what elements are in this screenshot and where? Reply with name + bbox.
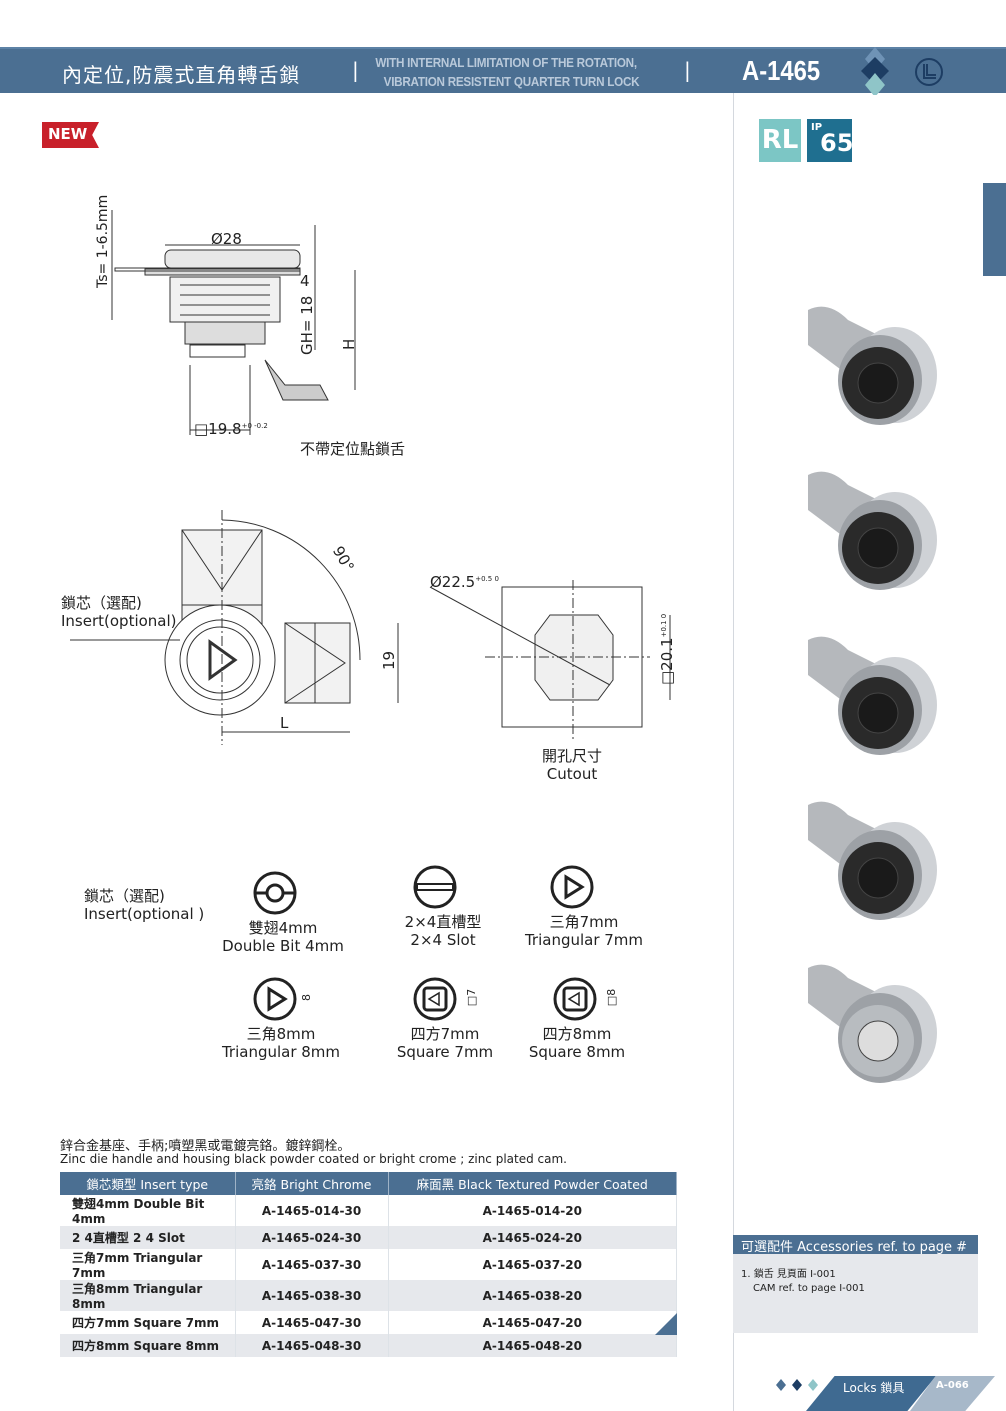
footer-diamonds-icon [776,1379,818,1391]
dim-4: 4 [300,272,310,290]
table-cell: A-1465-037-20 [388,1249,677,1280]
material-en: Zinc die handle and housing black powder… [60,1152,567,1166]
brand-logo-icon [915,58,943,86]
square-19-8-dimension: □19.8+0 -0.2 [194,420,268,438]
separator: | [352,58,359,82]
cutout-square-dimension: □20.1+0.1 0 [658,613,676,685]
header-bar: 內定位,防震式直角轉舌鎖 | WITH INTERNAL LIMITATION … [0,47,1006,95]
product-photo [808,471,937,590]
double-bit-insert-icon [253,871,297,915]
corner-decoration [655,1313,677,1335]
dia-28-dimension: Ø28 [211,230,242,248]
triangle-insert-icon [253,977,297,1021]
insert-dim: □7 [465,988,479,1007]
slot-insert-icon [413,865,457,909]
title-en: WITH INTERNAL LIMITATION OF THE ROTATION… [375,55,640,89]
accessories-title: 可選配件 Accessories ref. to page # [733,1235,978,1255]
accessories-line2: CAM ref. to page I-001 [753,1283,865,1294]
insert-options-label: 鎖芯（選配)Insert(optional ) [84,887,205,923]
section-tab[interactable] [983,183,1006,276]
table-cell: A-1465-024-20 [388,1226,677,1249]
accessories-box: 可選配件 Accessories ref. to page # 1. 鎖舌 見頁… [733,1235,978,1333]
product-photo [808,801,937,920]
table-cell: A-1465-047-30 [235,1311,389,1334]
parts-table: 鎖芯類型 Insert type 亮鉻 Bright Chrome 麻面黑 Bl… [60,1172,677,1357]
col-black-textured: 麻面黑 Black Textured Powder Coated [388,1172,677,1195]
front-view-drawing [70,510,399,745]
dim-l: L [280,714,289,732]
table-cell: A-1465-024-30 [235,1226,389,1249]
product-photo [808,306,937,425]
insert-label: 鎖芯（選配)Insert(optional) [61,594,177,630]
insert-dim: 8 [300,994,313,1001]
table-cell: A-1465-038-30 [235,1280,389,1311]
table-cell: A-1465-047-20 [388,1311,677,1334]
dim-19: 19 [380,650,398,670]
table-cell: A-1465-048-20 [388,1334,677,1357]
table-cell: A-1465-037-30 [235,1249,389,1280]
side-view-drawing [111,210,356,435]
column-divider [733,93,734,1411]
insert-dim: □8 [605,988,619,1007]
cutout-dia-dimension: Ø22.5+0.5 0 [430,573,499,591]
ts-dimension: Ts= 1-6.5mm [95,194,111,288]
table-cell: A-1465-014-30 [235,1195,389,1226]
square-insert-icon [413,977,457,1021]
separator: | [684,58,691,82]
diamonds-icon [861,47,889,95]
col-bright-chrome: 亮鉻 Bright Chrome [235,1172,389,1195]
h-dimension: H [340,338,358,350]
accessories-line1: 1. 鎖舌 見頁面 I-001 [741,1269,836,1280]
table-cell: 雙翅4mm Double Bit 4mm [60,1195,236,1226]
table-cell: 四方7mm Square 7mm [60,1311,236,1334]
cutout-drawing [429,580,671,740]
material-cn: 鋅合金基座、手柄;噴塑黑或電鍍亮鉻。鍍鋅鋼栓。 [60,1139,351,1154]
product-photo [808,964,937,1083]
product-photo [808,636,937,755]
triangle-insert-icon [550,865,594,909]
title-cn: 內定位,防震式直角轉舌鎖 [62,63,301,87]
table-cell: A-1465-038-20 [388,1280,677,1311]
table-cell: A-1465-048-30 [235,1334,389,1357]
product-code: A-1465 [742,55,821,86]
table-cell: A-1465-014-20 [388,1195,677,1226]
square-insert-icon [553,977,597,1021]
cam-note: 不帶定位點鎖舌 [300,440,406,458]
rl-badge: RL [759,119,801,162]
col-insert-type: 鎖芯類型 Insert type [60,1172,236,1195]
gh-dimension: GH= 18 [298,295,316,355]
table-cell: 2 4直槽型 2 4 Slot [60,1226,236,1249]
table-cell: 四方8mm Square 8mm [60,1334,236,1357]
new-badge: NEW [42,122,99,148]
table-cell: 三角7mm Triangular 7mm [60,1249,236,1280]
table-cell: 三角8mm Triangular 8mm [60,1280,236,1311]
